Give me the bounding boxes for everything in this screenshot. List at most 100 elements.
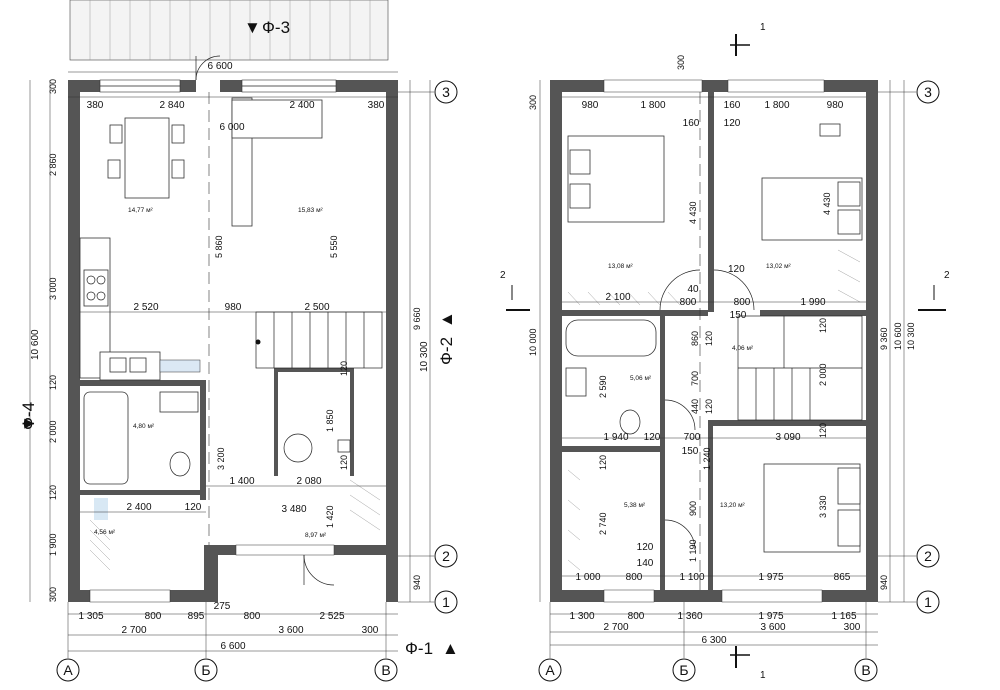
dim-r-bottom-5: 1 165	[831, 611, 856, 622]
dim-inner-9: 1 400	[229, 476, 254, 487]
dim-r-bottom-c2: 3 600	[760, 622, 785, 633]
dim-right-a: 9 660	[412, 307, 422, 330]
dim-r-in-31: 1 190	[688, 539, 698, 562]
dim-left-e: 2 000	[48, 420, 58, 443]
dim-left-c: 3 000	[48, 277, 58, 300]
dim-r-in-20: 700	[684, 432, 701, 443]
dim-r-bottom-overall: 6 300	[701, 635, 726, 646]
dim-bottom-c3: 300	[362, 625, 379, 636]
room-area-hall: 8,97 м²	[305, 532, 327, 539]
dim-r-right-b: 10 600	[893, 322, 903, 350]
axis-a-right: А	[545, 662, 555, 678]
section-mark-f2: Ф-2	[437, 337, 456, 365]
dim-r-in-25: 1 240	[702, 447, 712, 470]
upper-floor-plan: 13,08 м² 13,02 м² 4,06 м² 5,06 м² 5,38 м…	[500, 22, 950, 682]
axis-3-right: 3	[924, 84, 932, 100]
dim-r-left-a: 300	[528, 95, 538, 110]
axis-1-left: 1	[442, 594, 450, 610]
dim-r-in-12: 120	[818, 318, 828, 333]
dim-r-in-32: 1 000	[575, 572, 600, 583]
dim-r-in-16: 120	[704, 399, 714, 414]
room-area-bedroom-1: 13,08 м²	[608, 263, 634, 270]
section-mark-f3-arrow: ▼	[244, 18, 261, 37]
dim-left-a: 300	[48, 79, 58, 94]
ground-floor-plan: ▼ Ф-3	[19, 0, 459, 682]
dim-left-b: 2 860	[48, 153, 58, 176]
cut-1-bottom: 1	[760, 670, 766, 681]
dim-r-right-d: 940	[879, 575, 889, 590]
dim-r-in-18: 1 940	[603, 432, 628, 443]
dim-r-in-35: 1 975	[758, 572, 783, 583]
dim-bottom-3: 895	[188, 611, 205, 622]
dim-inner-10: 2 080	[296, 476, 321, 487]
section-mark-f1: Ф-1	[405, 639, 433, 658]
axis-b-right: Б	[679, 662, 688, 678]
dim-inner-7: 1 850	[325, 409, 335, 432]
dim-inner-5: 2 500	[304, 302, 329, 313]
dim-top-2: 2 840	[159, 100, 184, 111]
dim-left-f: 120	[48, 485, 58, 500]
dim-r-bottom-c1: 2 700	[603, 622, 628, 633]
dim-left-d: 120	[48, 375, 58, 390]
dim-r-in-24: 120	[598, 455, 608, 470]
dim-top-1: 380	[87, 100, 104, 111]
dim-r-in-4: 2 100	[605, 292, 630, 303]
dim-r-in-19: 120	[644, 432, 661, 443]
dim-inner-13: 2 400	[126, 502, 151, 513]
dim-r-top-wall: 300	[676, 55, 686, 70]
dim-r-bottom-1: 1 300	[569, 611, 594, 622]
dim-r-in-11: 120	[704, 331, 714, 346]
section-mark-f4: Ф-4	[19, 402, 38, 430]
dim-bottom-c2: 3 600	[278, 625, 303, 636]
room-area-bedroom-3: 13,20 м²	[720, 502, 746, 509]
dim-r-in-30: 140	[637, 558, 654, 569]
dim-r-in-10: 860	[690, 331, 700, 346]
dim-bottom-2: 800	[145, 611, 162, 622]
dim-inner-14: 120	[185, 502, 202, 513]
dim-inner-2: 5 550	[329, 235, 339, 258]
dim-bottom-6: 2 525	[319, 611, 344, 622]
dim-r-in-27: 900	[688, 501, 698, 516]
dim-left-total: 10 600	[30, 329, 41, 360]
section-mark-f4-arrow: ▼	[19, 415, 38, 432]
dim-inner-12: 1 420	[325, 505, 335, 528]
dim-inner-8: 3 200	[216, 447, 226, 470]
dim-r-top-d: 1 800	[764, 100, 789, 111]
dim-right-b: 10 300	[419, 341, 430, 372]
dim-r-in-14: 700	[690, 371, 700, 386]
dim-r-top-g: 120	[724, 118, 741, 129]
dim-r-bottom-4: 1 975	[758, 611, 783, 622]
dim-r-in-29: 120	[637, 542, 654, 553]
room-area-bedroom-2: 13,02 м²	[766, 263, 792, 270]
dim-r-in-21: 150	[682, 446, 699, 457]
axis-b-left: Б	[201, 662, 210, 678]
dim-r-in-9: 1 990	[800, 297, 825, 308]
room-area-bath-upper: 5,06 м²	[630, 375, 652, 382]
dim-top-inner: 6 000	[219, 122, 244, 133]
dim-right-c: 940	[412, 575, 422, 590]
dim-r-right-c: 10 300	[906, 322, 916, 350]
dim-bottom-5: 800	[244, 611, 261, 622]
dim-r-in-34: 1 100	[679, 572, 704, 583]
axis-1-right: 1	[924, 594, 932, 610]
dim-left-g: 1 900	[48, 533, 58, 556]
dim-r-in-36: 865	[834, 572, 851, 583]
dim-r-bottom-2: 800	[628, 611, 645, 622]
axis-v-right: В	[861, 662, 870, 678]
dim-r-in-5: 40	[687, 284, 699, 295]
dim-r-in-28: 3 330	[818, 495, 828, 518]
room-area-entry: 4,56 м²	[94, 529, 116, 536]
axis-3-left: 3	[442, 84, 450, 100]
dim-r-right-a: 9 360	[879, 327, 889, 350]
dim-r-in-22: 3 090	[775, 432, 800, 443]
dim-r-in-8: 800	[734, 297, 751, 308]
dim-r-left-total: 10 000	[528, 328, 538, 356]
dim-inner-15: 120	[339, 455, 349, 470]
axis-v-left: В	[381, 662, 390, 678]
axis-a-left: А	[63, 662, 73, 678]
dim-inner-1: 5 860	[214, 235, 224, 258]
dim-r-top-b: 1 800	[640, 100, 665, 111]
cut-1-top: 1	[760, 22, 766, 33]
dim-top-overall: 6 600	[207, 61, 232, 72]
